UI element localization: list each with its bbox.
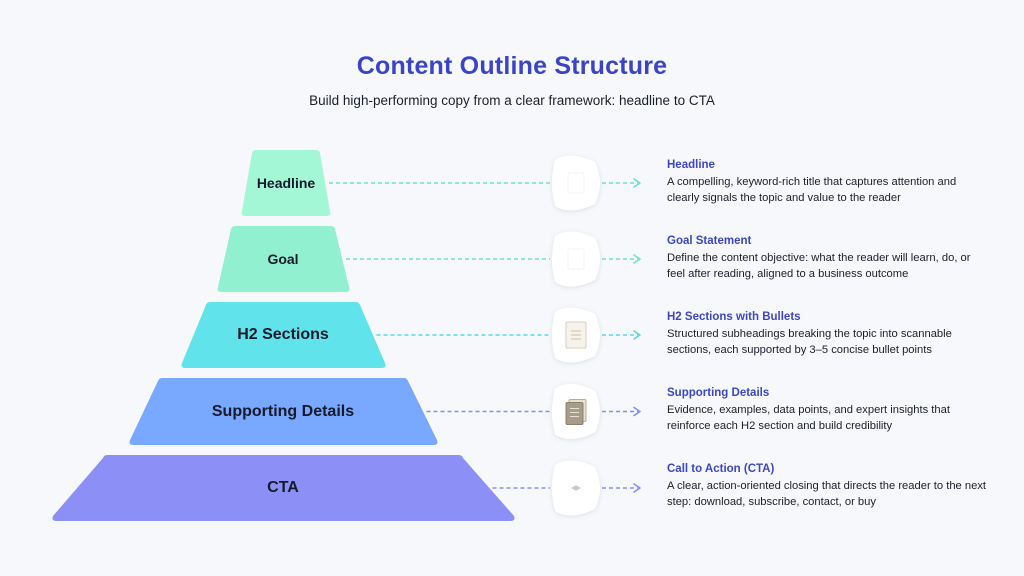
page-title: Content Outline Structure <box>356 52 668 80</box>
description-text: A compelling, keyword-rich title that ca… <box>667 176 957 204</box>
step-badge <box>552 155 600 211</box>
description-title: Headline <box>667 159 715 171</box>
small-mark-icon <box>571 485 581 491</box>
blank-page-icon <box>567 172 585 194</box>
description-title: H2 Sections with Bullets <box>667 311 801 323</box>
description-title: Call to Action (CTA) <box>667 463 775 475</box>
pyramid-tier-5 <box>52 455 515 521</box>
step-badge <box>552 307 600 363</box>
tier-label: Headline <box>256 175 316 191</box>
description-title: Supporting Details <box>667 387 770 399</box>
arrow-head-icon <box>633 406 641 417</box>
arrow-head-icon <box>633 330 641 340</box>
blank-page-icon <box>567 248 585 270</box>
description-text: Evidence, examples, data points, and exp… <box>667 404 950 432</box>
description-title: Goal Statement <box>667 235 752 247</box>
step-badge <box>552 460 600 516</box>
description-text: A clear, action-oriented closing that di… <box>667 480 987 508</box>
tier-description: Call to Action (CTA) A clear, action-orie… <box>667 462 987 510</box>
tier-label: H2 Sections <box>237 326 329 343</box>
tier-label: Supporting Details <box>211 402 355 420</box>
arrow-head-icon <box>633 483 641 493</box>
step-badge <box>552 383 600 440</box>
arrow-head-icon <box>633 254 641 264</box>
pyramid-tier-1 <box>241 150 331 216</box>
pyramid-tier-2 <box>217 226 350 292</box>
step-badge <box>552 231 600 287</box>
page-subtitle: Build high-performing copy from a clear … <box>309 93 715 108</box>
stacked-documents-icon <box>565 402 584 425</box>
tier-description: Headline A compelling, keyword-rich title… <box>667 158 987 206</box>
tier-label: CTA <box>267 479 299 496</box>
description-text: Structured subheadings breaking the topi… <box>667 328 952 356</box>
description-text: Define the content objective: what the r… <box>667 252 971 280</box>
arrow-head-icon <box>633 178 641 188</box>
pyramid-tier-4 <box>129 378 438 445</box>
tier-label: Goal <box>267 251 299 267</box>
pyramid-tier-3 <box>181 302 386 368</box>
